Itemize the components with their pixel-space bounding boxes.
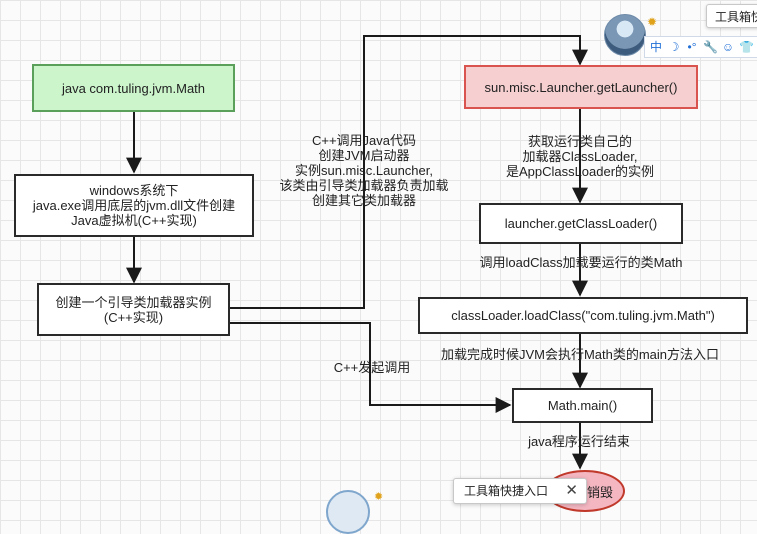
node-java-math: java com.tuling.jvm.Math bbox=[32, 64, 235, 112]
skin-icon[interactable]: 👕 bbox=[739, 40, 754, 54]
sun-icon: ✹ bbox=[647, 15, 658, 29]
node-math-main: Math.main() bbox=[512, 388, 653, 423]
wrench-icon[interactable]: 🔧 bbox=[703, 40, 718, 54]
bottom-avatar[interactable] bbox=[326, 490, 370, 534]
node-create-bootstrap-loader: 创建一个引导类加载器实例 (C++实现) bbox=[37, 283, 230, 336]
punctuation-icon[interactable]: •° bbox=[687, 40, 697, 54]
node-windows-create-jvm: windows系统下 java.exe调用底层的jvm.dll文件创建 Java… bbox=[14, 174, 254, 237]
toolbox-shortcut-text: 工具箱快捷入口 bbox=[464, 484, 549, 498]
ime-avatar-icon[interactable] bbox=[604, 14, 646, 56]
node-load-class: classLoader.loadClass("com.tuling.jvm.Ma… bbox=[418, 297, 748, 334]
label-get-app-classloader: 获取运行类自己的 加载器ClassLoader, 是AppClassLoader… bbox=[505, 134, 655, 179]
label-call-loadclass: 调用loadClass加载要运行的类Math bbox=[479, 255, 683, 270]
toolbox-shortcut-tooltip[interactable]: 工具箱快捷入口 ✕ bbox=[453, 478, 587, 504]
node-get-classloader: launcher.getClassLoader() bbox=[479, 203, 683, 244]
label-program-end: java程序运行结束 bbox=[528, 434, 630, 449]
label-after-load: 加载完成时候JVM会执行Math类的main方法入口 bbox=[440, 347, 720, 362]
flow-edges bbox=[126, 35, 588, 470]
node-get-launcher: sun.misc.Launcher.getLauncher() bbox=[464, 65, 698, 109]
toolbox-shortcut-tooltip-top[interactable]: 工具箱快 bbox=[706, 4, 757, 28]
edge-bootstrap-to-main bbox=[229, 322, 512, 413]
emoji-icon[interactable]: ☺ bbox=[721, 40, 735, 54]
label-cpp-invoke: C++发起调用 bbox=[333, 360, 411, 375]
ime-toolbar: 中 ☽ •° 🔧 ☺ 👕 bbox=[644, 36, 757, 58]
ime-widget: ✹ 中 ☽ •° 🔧 ☺ 👕 bbox=[600, 0, 757, 64]
bottom-sun-icon: ✹ bbox=[374, 491, 384, 503]
moon-icon[interactable]: ☽ bbox=[668, 40, 680, 54]
close-icon[interactable]: ✕ bbox=[565, 482, 578, 499]
edge-bootstrap-to-launcher bbox=[229, 35, 588, 309]
ime-chinese-mode-button[interactable]: 中 bbox=[649, 40, 662, 54]
label-cpp-call-java: C++调用Java代码 创建JVM启动器 实例sun.misc.Launcher… bbox=[279, 133, 449, 208]
